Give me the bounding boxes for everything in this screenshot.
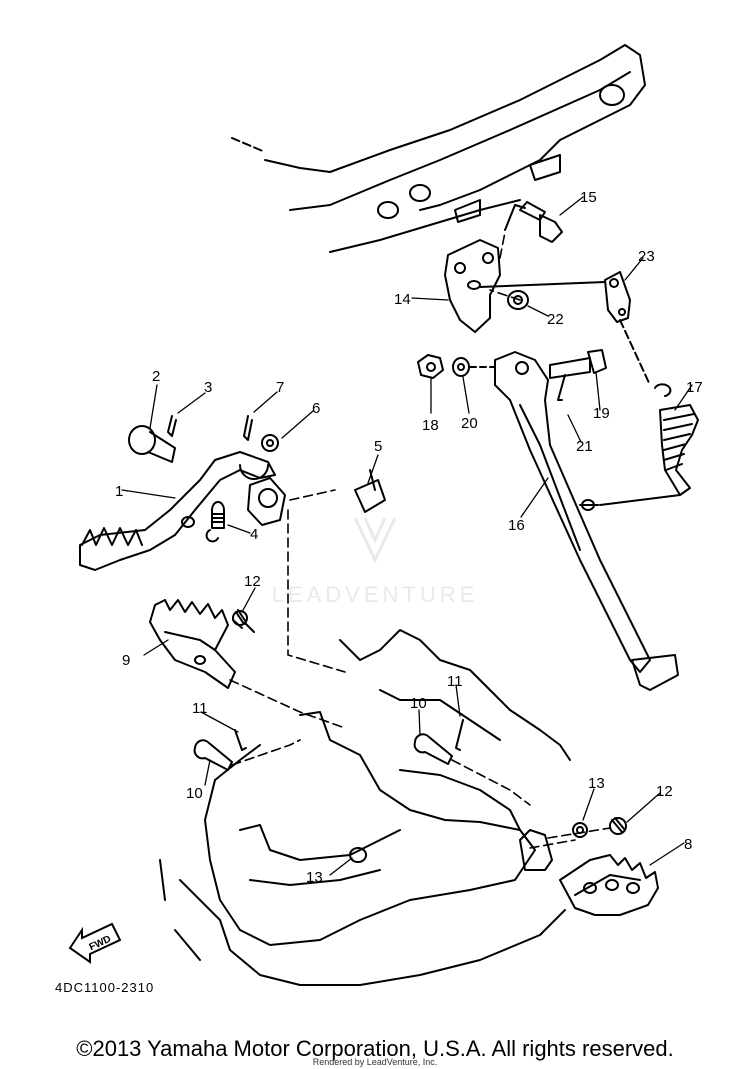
callout-3: 3 xyxy=(204,379,212,396)
leadventure-watermark: LEADVENTURE xyxy=(272,517,479,607)
callout-13a: 13 xyxy=(306,869,323,886)
callout-16: 16 xyxy=(508,517,525,534)
callout-10b: 10 xyxy=(410,695,427,712)
sidestand xyxy=(494,351,679,691)
callout-21: 21 xyxy=(576,438,593,455)
callout-14: 14 xyxy=(394,291,411,308)
callout-18: 18 xyxy=(422,417,439,434)
return-spring xyxy=(205,501,225,543)
copyright-notice: ©2013 Yamaha Motor Corporation, U.S.A. A… xyxy=(76,1036,674,1061)
callout-19: 19 xyxy=(593,405,610,422)
callout-12b: 12 xyxy=(656,783,673,800)
callout-17: 17 xyxy=(686,379,703,396)
washer xyxy=(261,434,279,452)
rendered-by-notice: Rendered by LeadVenture, Inc. xyxy=(312,1057,438,1067)
cotter-pin xyxy=(167,415,253,441)
diagram-code: 4DC1100-2310 xyxy=(55,980,154,995)
callout-15: 15 xyxy=(580,189,597,206)
callout-1: 1 xyxy=(115,483,123,500)
pivot-bolt xyxy=(128,425,176,463)
callout-6: 6 xyxy=(312,400,320,417)
bolt xyxy=(519,201,563,243)
watermark-text: LEADVENTURE xyxy=(272,582,479,607)
lower-frame xyxy=(159,629,571,986)
sidestand-bracket xyxy=(444,204,526,333)
callout-2: 2 xyxy=(152,368,160,385)
footrest-pins xyxy=(193,719,464,771)
callout-20: 20 xyxy=(461,415,478,432)
callout-13b: 13 xyxy=(588,775,605,792)
callout-4: 4 xyxy=(250,526,258,543)
collar xyxy=(507,290,529,310)
assembly-lines xyxy=(229,231,611,849)
spring-plate xyxy=(479,271,631,323)
sidestand-pivot-hardware xyxy=(417,349,607,401)
callout-8: 8 xyxy=(684,836,692,853)
fwd-arrow-icon: FWD xyxy=(68,922,122,964)
leader-lines xyxy=(121,196,693,876)
callout-11a: 11 xyxy=(192,700,208,717)
callout-9: 9 xyxy=(122,652,130,669)
footrest-right xyxy=(559,854,659,916)
footrest-spring-right xyxy=(572,817,627,838)
brake-pedal xyxy=(79,451,286,571)
callout-7: 7 xyxy=(276,379,284,396)
sidestand-spring xyxy=(599,319,699,506)
callout-23: 23 xyxy=(638,248,655,265)
callout-12a: 12 xyxy=(244,573,261,590)
callout-11b: 11 xyxy=(447,673,463,690)
footrest-left xyxy=(149,599,236,689)
frame-rail xyxy=(231,44,646,253)
callout-22: 22 xyxy=(547,311,564,328)
callout-5: 5 xyxy=(374,438,382,455)
callout-10a: 10 xyxy=(186,785,203,802)
footrest-spring xyxy=(232,609,255,633)
callout-labels: 1 2 3 4 5 6 7 8 9 10 10 11 11 12 12 13 1… xyxy=(115,189,703,886)
